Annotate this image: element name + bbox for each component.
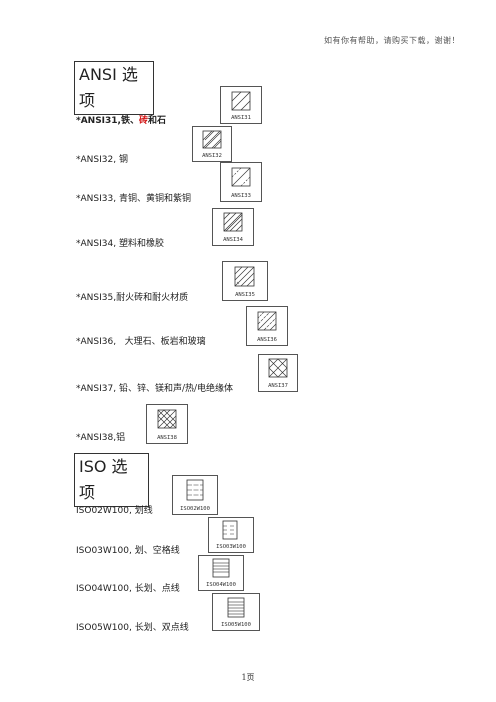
iso05-code: ISO05W100, <box>76 623 132 633</box>
iso02-pattern <box>186 479 204 501</box>
iso04-swatch: ISO04W100 <box>198 555 244 591</box>
ansi36-pattern <box>257 311 277 331</box>
ansi35-swatch-label: ANSI35 <box>235 292 255 298</box>
ansi31-swatch-label: ANSI31 <box>231 115 251 121</box>
iso02-code: ISO02W100, <box>76 506 132 516</box>
ansi32-desc: 钢 <box>118 155 128 165</box>
ansi34-line: *ANSI34, 塑料和橡胶 <box>76 236 164 249</box>
iso02-swatch-label: ISO02W100 <box>180 506 210 512</box>
ansi35-pattern <box>234 266 255 287</box>
iso03-swatch: ISO03W100 <box>208 517 254 553</box>
ansi38-pattern <box>157 409 177 429</box>
ansi37-line: *ANSI37, 铅、锌、镁和声/热/电绝缘体 <box>76 381 233 394</box>
ansi35-line: *ANSI35,耐火砖和耐火材质 <box>76 290 188 303</box>
ansi33-swatch-label: ANSI33 <box>231 193 251 199</box>
ansi34-pattern <box>223 212 243 232</box>
ansi33-pattern <box>231 167 251 187</box>
iso02-line: ISO02W100, 划线 <box>76 503 153 516</box>
header-note: 如有你有帮助，请购买下载，谢谢！ <box>324 36 460 45</box>
ansi33-code: *ANSI33, <box>76 194 117 204</box>
ansi33-desc: 青铜、黄铜和紫铜 <box>118 194 191 204</box>
ansi31-line: *ANSI31,铁、砖和石 <box>76 113 166 126</box>
ansi36-swatch-label: ANSI36 <box>257 337 277 343</box>
ansi37-code: *ANSI37, <box>76 384 117 394</box>
iso03-code: ISO03W100, <box>76 546 132 556</box>
page-number: 1页 <box>241 673 255 682</box>
ansi36-desc: 大理石、板岩和玻璃 <box>124 337 206 347</box>
ansi31-desc-b: 和石 <box>148 116 167 126</box>
iso04-pattern <box>212 558 230 578</box>
ansi34-code: *ANSI34, <box>76 239 117 249</box>
ansi35-swatch: ANSI35 <box>222 261 268 301</box>
ansi33-swatch: ANSI33 <box>220 162 262 202</box>
ansi-section-title: ANSI 选项 <box>74 61 154 115</box>
iso05-line: ISO05W100, 长划、双点线 <box>76 620 189 633</box>
ansi31-swatch: ANSI31 <box>220 86 262 124</box>
ansi38-line: *ANSI38,铝 <box>76 430 125 443</box>
ansi31-desc-a: 铁、 <box>120 116 139 126</box>
iso04-code: ISO04W100, <box>76 584 132 594</box>
iso05-swatch-label: ISO05W100 <box>221 622 251 628</box>
ansi35-desc: 耐火砖和耐火材质 <box>116 293 189 303</box>
ansi36-code: *ANSI36, <box>76 337 117 347</box>
iso04-line: ISO04W100, 长划、点线 <box>76 581 180 594</box>
ansi31-code: *ANSI31, <box>76 116 121 126</box>
iso-section-title: ISO 选项 <box>74 453 149 507</box>
ansi31-pattern <box>231 91 251 111</box>
ansi36-line: *ANSI36, 大理石、板岩和玻璃 <box>76 334 206 347</box>
ansi38-swatch: ANSI38 <box>146 404 188 444</box>
ansi38-desc: 铝 <box>116 433 126 443</box>
ansi34-desc: 塑料和橡胶 <box>118 239 164 249</box>
ansi34-swatch-label: ANSI34 <box>223 237 243 243</box>
iso05-pattern <box>227 597 245 618</box>
ansi38-swatch-label: ANSI38 <box>157 435 177 441</box>
ansi37-desc: 铅、锌、镁和声/热/电绝缘体 <box>118 384 234 394</box>
ansi34-swatch: ANSI34 <box>212 208 254 246</box>
iso03-line: ISO03W100, 划、空格线 <box>76 543 180 556</box>
ansi37-swatch: ANSI37 <box>258 354 298 392</box>
ansi37-pattern <box>268 358 288 378</box>
ansi37-swatch-label: ANSI37 <box>268 383 288 389</box>
ansi32-line: *ANSI32, 钢 <box>76 152 128 165</box>
ansi32-pattern <box>202 130 222 149</box>
ansi36-swatch: ANSI36 <box>246 306 288 346</box>
iso02-swatch: ISO02W100 <box>172 475 218 515</box>
iso03-swatch-label: ISO03W100 <box>216 544 246 550</box>
iso05-desc: 长划、双点线 <box>134 623 189 633</box>
iso05-swatch: ISO05W100 <box>212 593 260 631</box>
ansi35-code: *ANSI35, <box>76 293 117 303</box>
iso04-swatch-label: ISO04W100 <box>206 582 236 588</box>
ansi31-desc-red: 砖 <box>139 116 149 126</box>
iso03-pattern <box>222 520 238 540</box>
ansi32-swatch: ANSI32 <box>192 126 232 162</box>
iso02-desc: 划线 <box>134 506 153 516</box>
ansi32-swatch-label: ANSI32 <box>202 153 222 159</box>
ansi33-line: *ANSI33, 青铜、黄铜和紫铜 <box>76 191 191 204</box>
iso04-desc: 长划、点线 <box>134 584 180 594</box>
iso03-desc: 划、空格线 <box>134 546 180 556</box>
ansi38-code: *ANSI38, <box>76 433 117 443</box>
ansi32-code: *ANSI32, <box>76 155 117 165</box>
